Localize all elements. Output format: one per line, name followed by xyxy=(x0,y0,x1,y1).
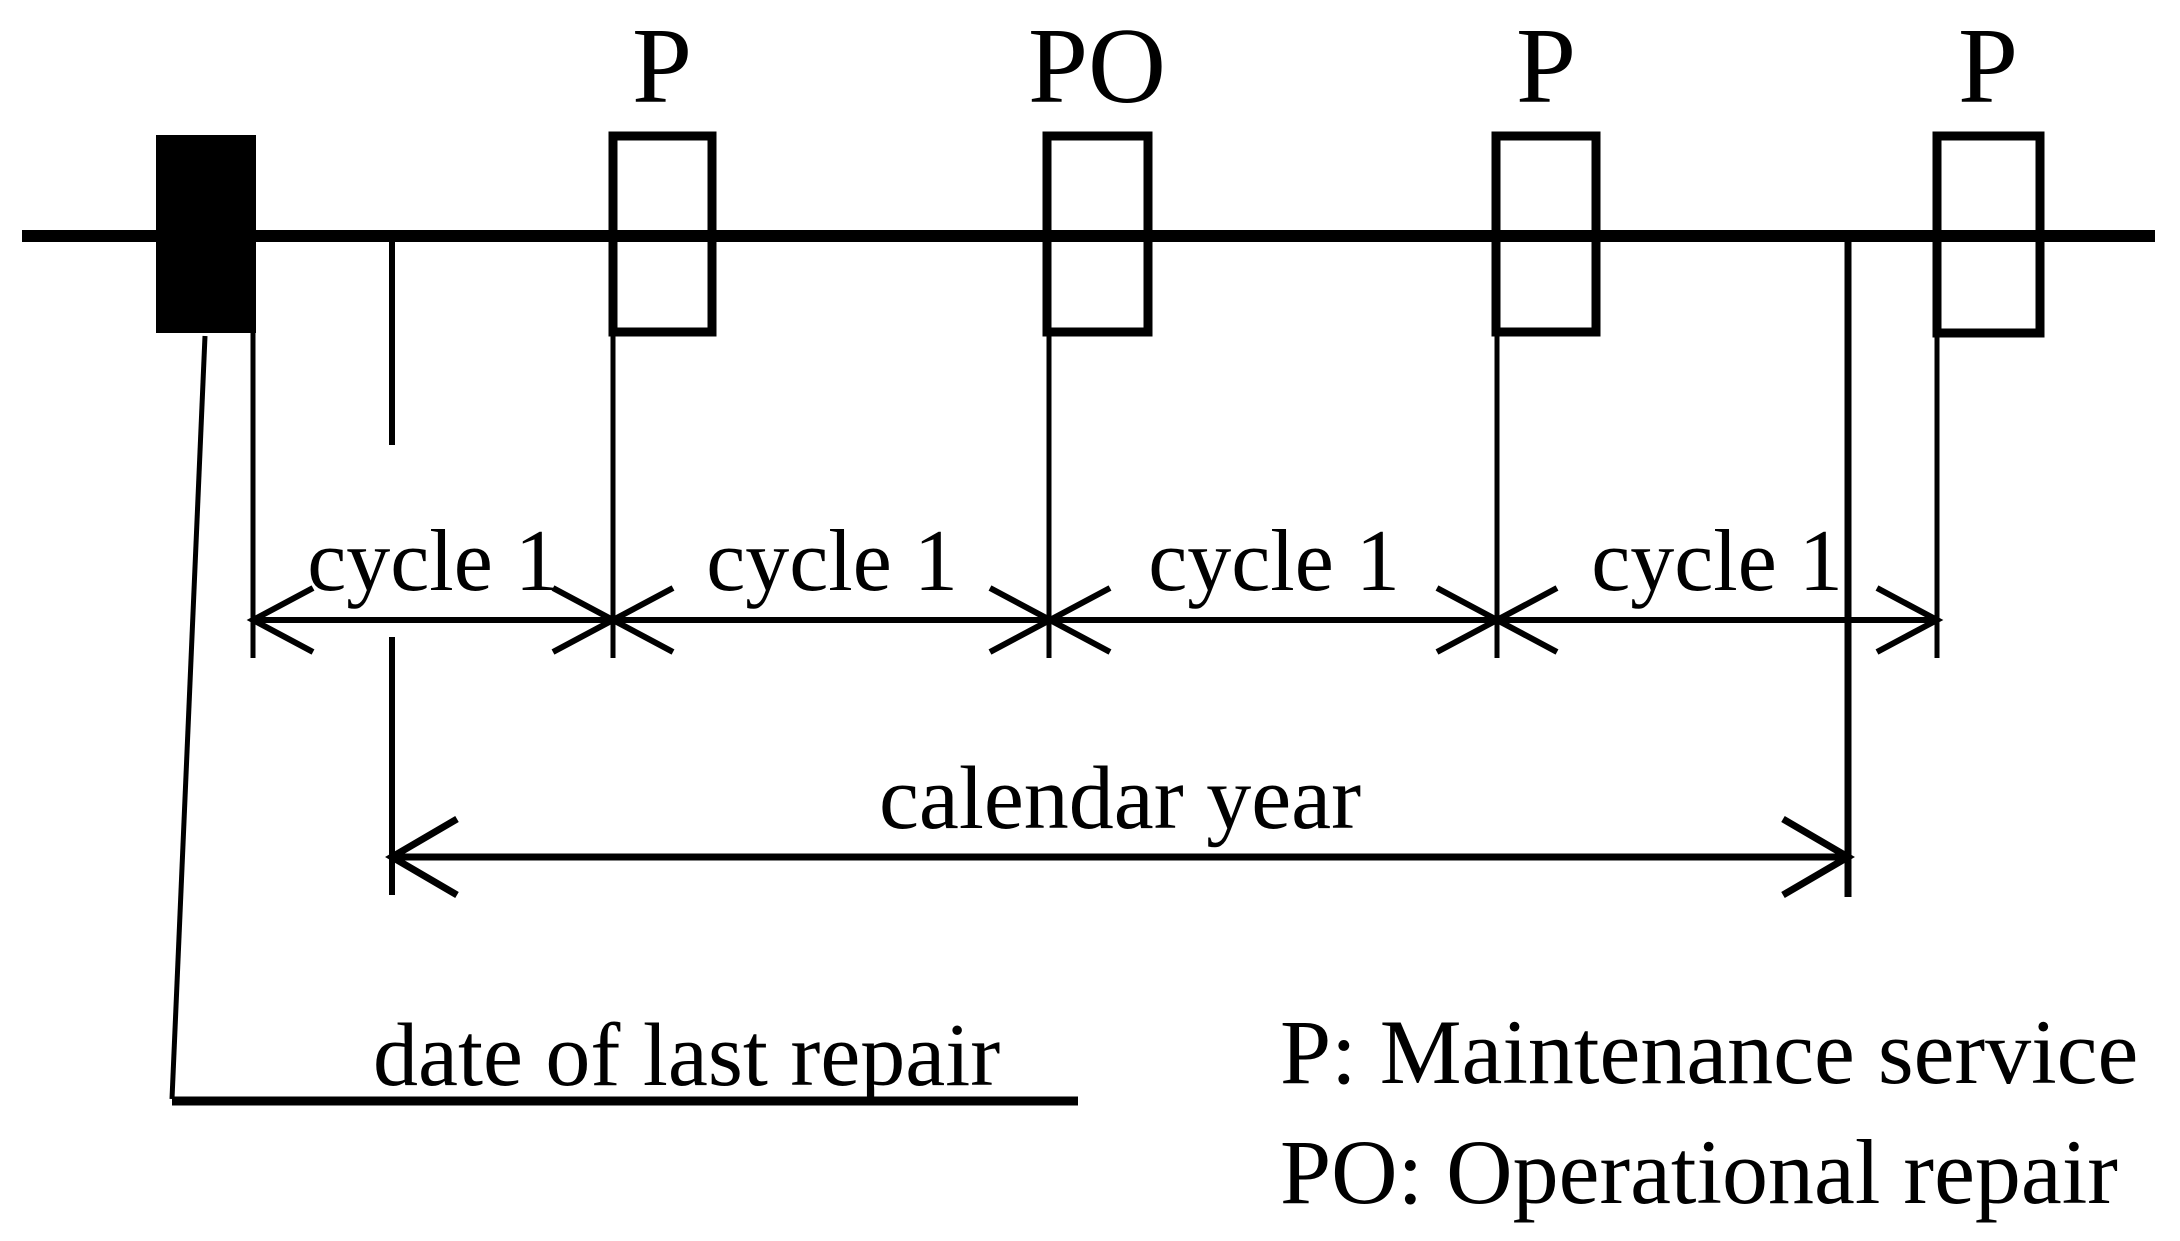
calendar-arrowhead-left xyxy=(385,815,459,899)
calendar-year-arrow xyxy=(385,815,1855,899)
calendar-year-label: calendar year xyxy=(879,749,1361,848)
maintenance-marker-1 xyxy=(608,131,717,337)
arrowhead-left-2 xyxy=(606,585,675,655)
marker-label-po: PO xyxy=(1028,7,1166,126)
cycle-label-2: cycle 1 xyxy=(706,513,958,610)
last-repair-marker xyxy=(156,135,256,333)
arrowhead-left-4 xyxy=(1490,585,1559,655)
maintenance-marker-3 xyxy=(1932,131,2045,338)
maintenance-marker-2 xyxy=(1491,131,1601,337)
leader-line xyxy=(169,335,208,1100)
cycle-label-1: cycle 1 xyxy=(307,513,559,610)
arrowhead-left-3 xyxy=(1043,585,1112,655)
marker-label-p3: P xyxy=(1958,7,2018,126)
marker-label-p2: P xyxy=(1516,7,1576,126)
legend-entry-po: PO: Operational repair xyxy=(1280,1121,2118,1223)
marker-label-p1: P xyxy=(632,7,692,126)
legend-entry-p: P: Maintenance service xyxy=(1280,1001,2138,1103)
cycle-label-4: cycle 1 xyxy=(1591,513,1843,610)
date-of-last-repair-label: date of last repair xyxy=(373,1006,1000,1105)
arrowhead-right-4 xyxy=(1875,585,1944,655)
operational-repair-marker xyxy=(1042,131,1153,337)
cycle-arrows xyxy=(246,585,1944,655)
arrowhead-left-1 xyxy=(246,585,315,655)
calendar-arrowhead-right xyxy=(1781,815,1855,899)
cycle-label-3: cycle 1 xyxy=(1148,513,1400,610)
